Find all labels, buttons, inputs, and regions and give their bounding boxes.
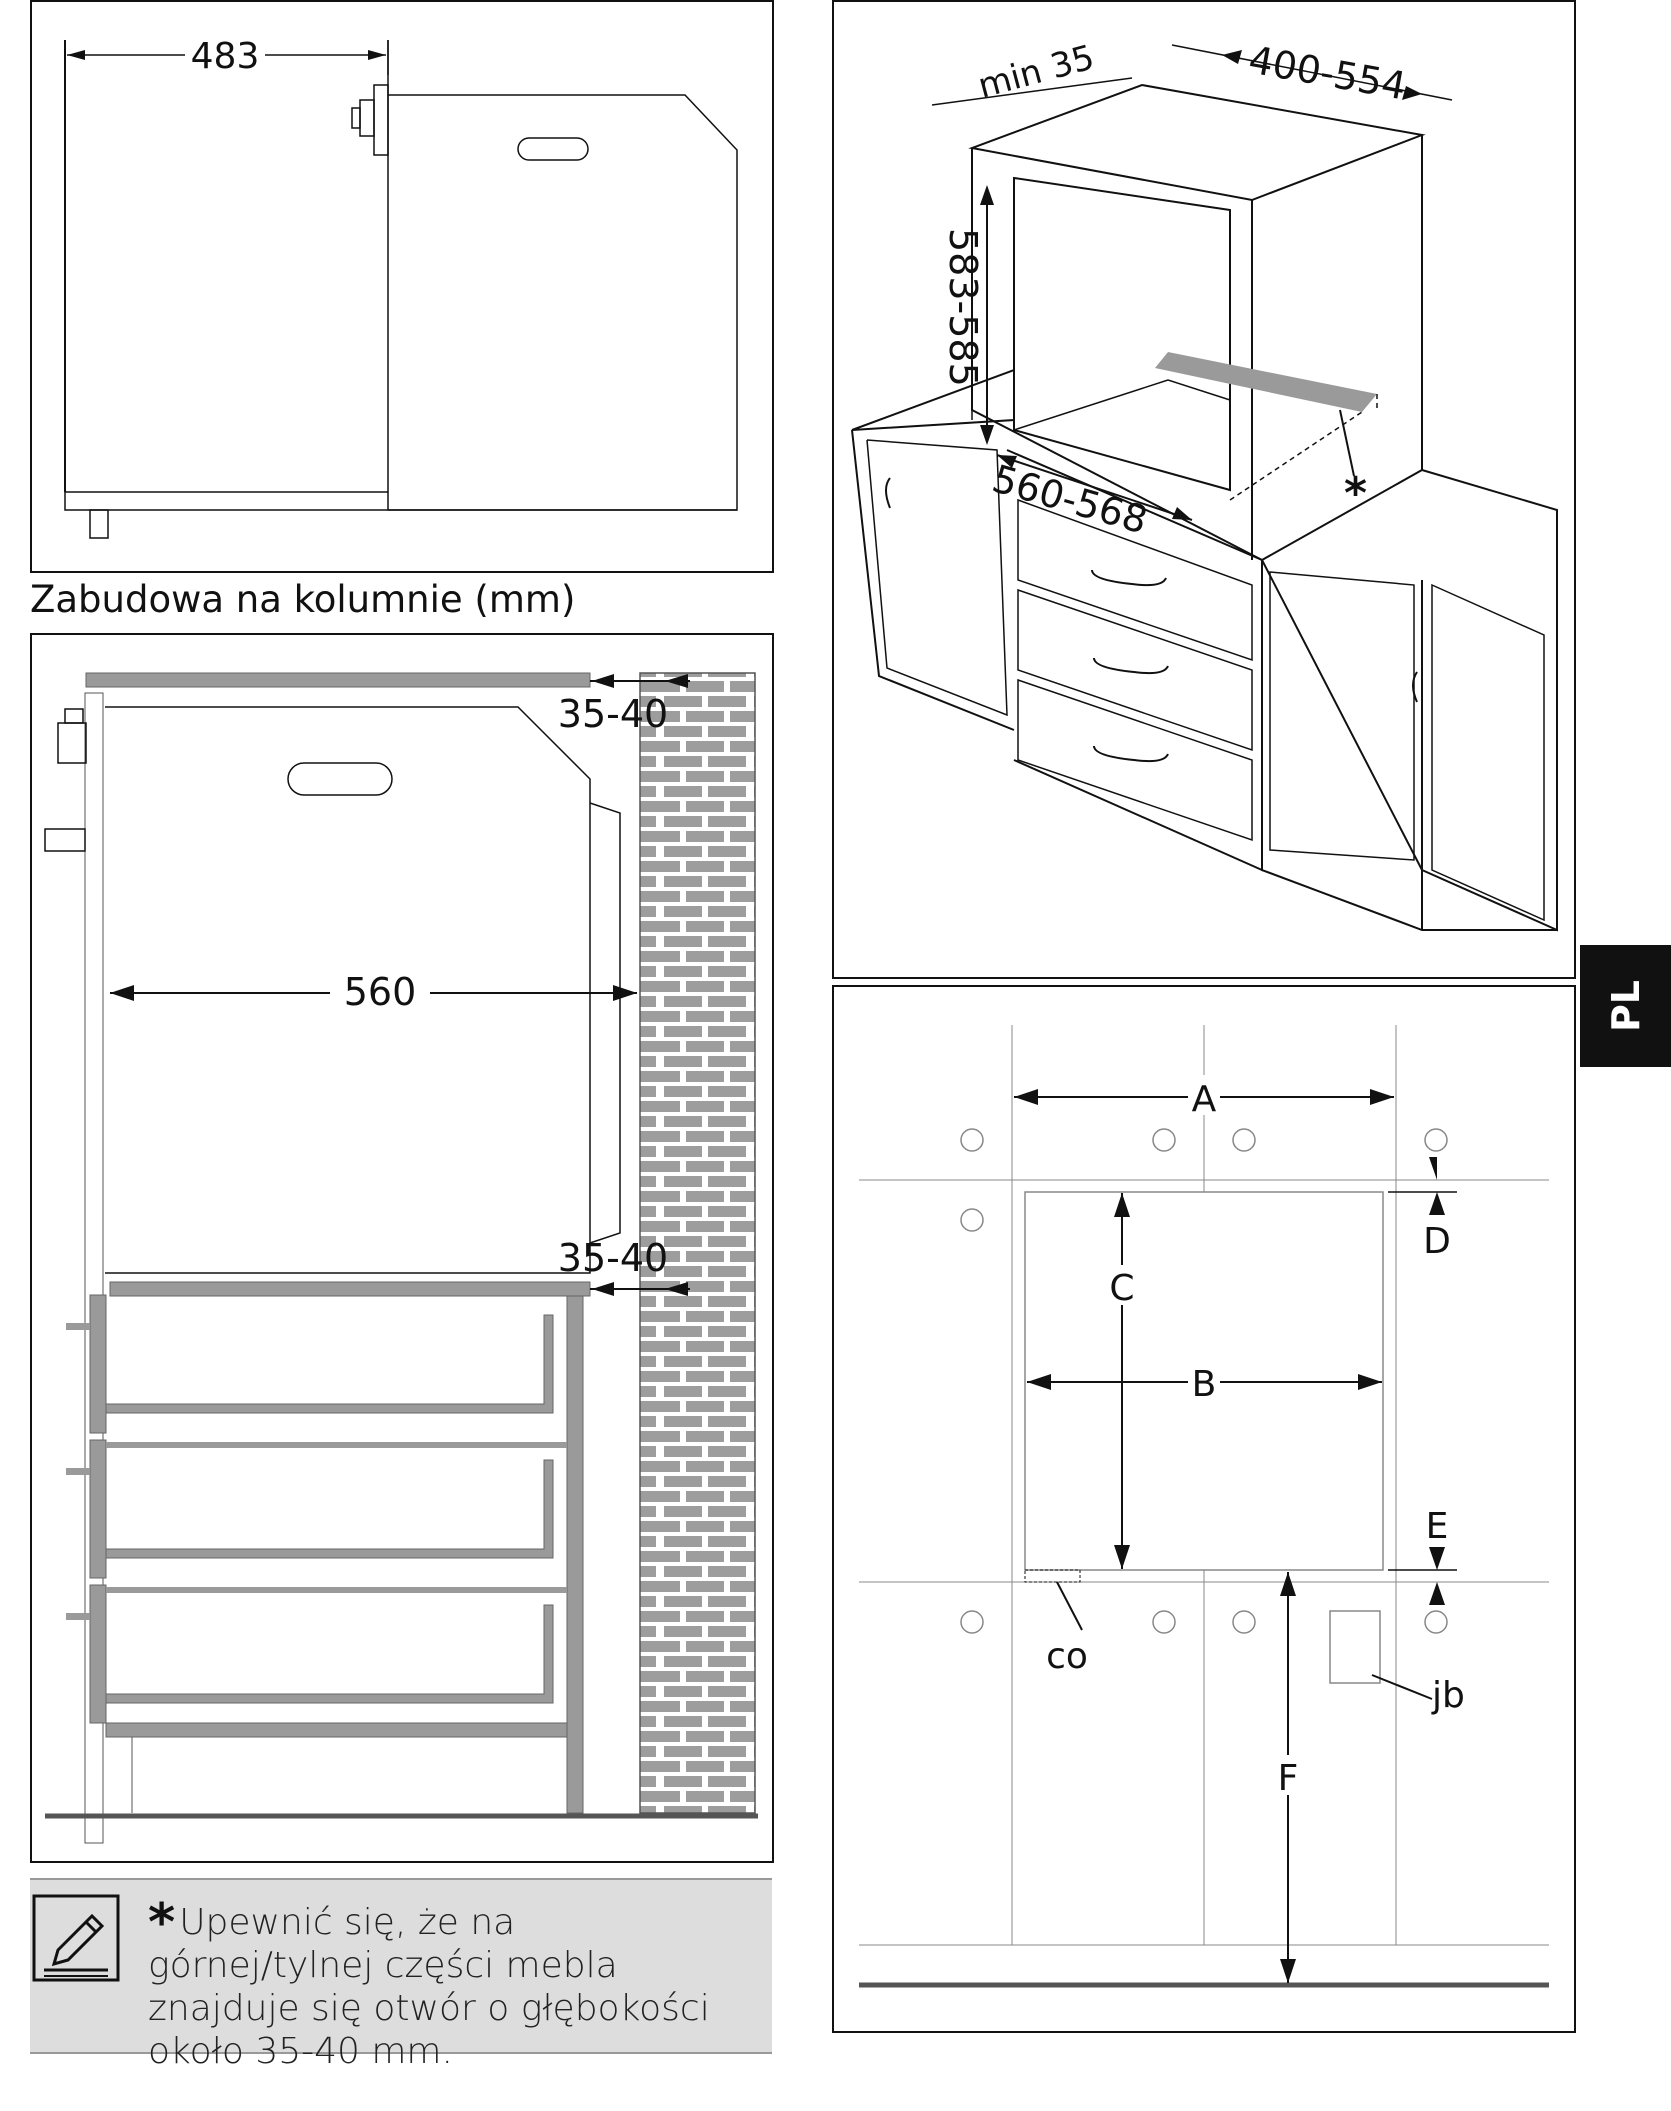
brick-wall [639, 672, 756, 1814]
note-box: *Upewnić się, że na górnej/tylnej części… [30, 1878, 772, 2072]
vent-asterisk: * [1344, 468, 1367, 519]
label-d: D [1423, 1221, 1451, 1262]
label-b: B [1192, 1364, 1217, 1405]
drawer [66, 1584, 567, 1724]
drawer [66, 1294, 554, 1434]
language-tab: PL [1580, 945, 1671, 1067]
note-body: Upewnić się, że na górnej/tylnej części … [148, 1902, 710, 2072]
language-tab-label: PL [1603, 979, 1648, 1033]
section-caption: Zabudowa na kolumnie (mm) [30, 578, 576, 621]
dim-483-label: 483 [191, 36, 260, 77]
dim-mid-gap-label: 35-40 [558, 1236, 668, 1280]
isometric-view: min 35 400-554 583-585 560-568 * [832, 0, 1576, 979]
note-asterisk: * [148, 1893, 176, 1953]
dim-min35-label: min 35 [974, 37, 1099, 106]
cutout-layout-view: co jb A B C D E F [832, 985, 1576, 2033]
note-text: *Upewnić się, że na górnej/tylnej części… [148, 1896, 748, 2073]
label-c: C [1109, 1268, 1134, 1309]
dim-560-label: 560 [344, 970, 417, 1014]
label-co: co [1046, 1636, 1088, 1677]
label-jb: jb [1431, 1675, 1465, 1716]
pencil-note-icon [32, 1894, 120, 1982]
drawer [66, 1439, 567, 1579]
label-a: A [1192, 1079, 1217, 1120]
dim-height-label: 583-585 [941, 228, 985, 387]
dim-top-gap-label: 35-40 [558, 692, 668, 736]
top-left-side-view: 483 [30, 0, 774, 573]
dim-width-label: 560-568 [988, 456, 1153, 542]
dim-depth-label: 400-554 [1245, 38, 1409, 109]
label-f: F [1278, 1758, 1299, 1799]
column-install-view: 560 35-40 35-40 [30, 633, 774, 1863]
label-e: E [1426, 1506, 1449, 1547]
